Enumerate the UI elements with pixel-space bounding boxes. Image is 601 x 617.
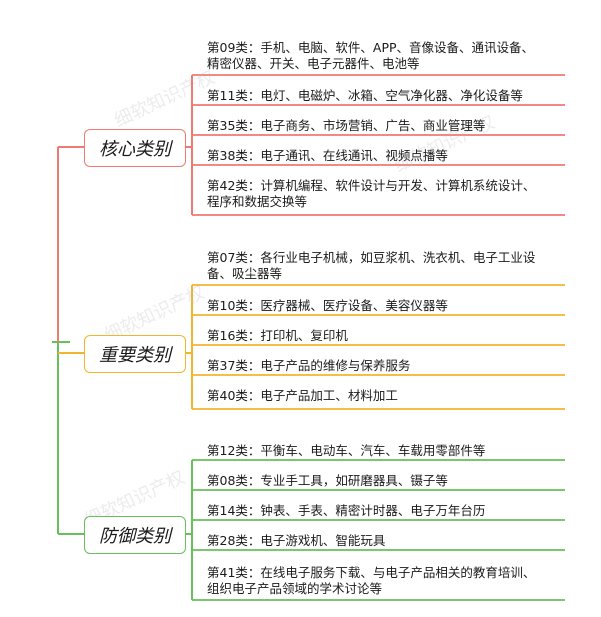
category-defense: 防御类别	[84, 516, 186, 554]
item-core-38: 第38类：电子通讯、在线通讯、视频点播等	[207, 148, 448, 163]
category-label: 防御类别	[99, 526, 171, 547]
item-defense-14: 第14类：钟表、手表、精密计时器、电子万年台历	[207, 503, 486, 518]
item-defense-28: 第28类：电子游戏机、智能玩具	[207, 533, 386, 548]
item-important-10: 第10类：医疗器械、医疗设备、美容仪器等	[207, 298, 448, 313]
category-important: 重要类别	[84, 335, 186, 373]
item-core-09: 第09类：手机、电脑、软件、APP、音像设备、通讯设备、 精密仪器、开关、电子元…	[207, 40, 535, 71]
item-important-37: 第37类：电子产品的维修与保养服务	[207, 358, 411, 373]
item-core-35: 第35类：电子商务、市场营销、广告、商业管理等	[207, 118, 486, 133]
item-important-07: 第07类：各行业电子机械，如豆浆机、洗衣机、电子工业设 备、吸尘器等	[207, 250, 536, 281]
item-defense-08: 第08类：专业手工具，如研磨器具、镊子等	[207, 473, 448, 488]
category-core: 核心类别	[84, 129, 186, 167]
category-label: 核心类别	[99, 139, 171, 160]
item-defense-12: 第12类：平衡车、电动车、汽车、车载用零部件等	[207, 443, 486, 458]
item-important-16: 第16类：打印机、复印机	[207, 328, 348, 343]
item-important-40: 第40类：电子产品加工、材料加工	[207, 388, 398, 403]
item-core-11: 第11类：电灯、电磁炉、冰箱、空气净化器、净化设备等	[207, 88, 523, 103]
category-label: 重要类别	[99, 345, 171, 366]
item-defense-41: 第41类：在线电子服务下载、与电子产品相关的教育培训、 组织电子产品领域的学术讨…	[207, 565, 536, 596]
item-core-42: 第42类：计算机编程、软件设计与开发、计算机系统设计、 程序和数据交换等	[207, 178, 536, 209]
